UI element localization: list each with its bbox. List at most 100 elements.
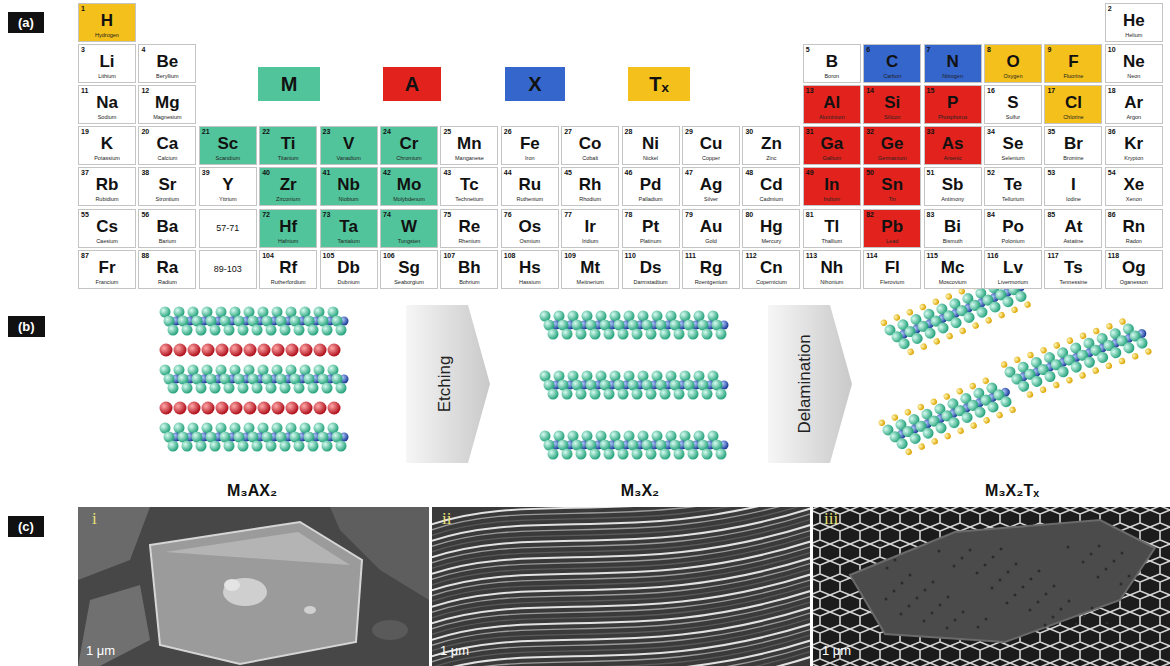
element-cell: 78PtPlatinum bbox=[622, 209, 680, 248]
scale-bar-label: 1 μm bbox=[440, 643, 469, 658]
m-atom bbox=[322, 325, 333, 336]
element-name: Seaborgium bbox=[381, 279, 437, 286]
m-atom bbox=[618, 449, 629, 460]
element-cell: 38SrStrontium bbox=[138, 167, 196, 206]
element-cell: 114FlFlerovium bbox=[863, 250, 921, 289]
element-name: Calcium bbox=[139, 155, 195, 162]
a-atom bbox=[314, 344, 327, 357]
element-cell: 2HeHelium bbox=[1105, 3, 1163, 42]
element-symbol: Ni bbox=[623, 135, 679, 153]
m-atom bbox=[975, 305, 989, 319]
max-phase-structure bbox=[160, 307, 349, 452]
element-symbol: Db bbox=[321, 259, 377, 277]
element-name: Bohrium bbox=[441, 279, 497, 286]
m-atom bbox=[308, 325, 319, 336]
m-atom bbox=[702, 389, 713, 400]
m-atom bbox=[999, 395, 1013, 409]
element-name: Technetium bbox=[441, 196, 497, 203]
m-atom bbox=[196, 325, 207, 336]
element-symbol: C bbox=[864, 53, 920, 71]
element-symbol: Co bbox=[562, 135, 618, 153]
element-name: Zirconium bbox=[260, 196, 316, 203]
element-name: Caesium bbox=[79, 238, 135, 245]
pore bbox=[985, 618, 988, 621]
element-symbol: In bbox=[804, 176, 860, 194]
element-name: Antimony bbox=[925, 196, 981, 203]
surface-atom bbox=[907, 348, 915, 356]
surface-atom bbox=[943, 432, 951, 440]
element-symbol: F bbox=[1045, 53, 1101, 71]
element-symbol: Se bbox=[985, 135, 1041, 153]
m-atom bbox=[646, 329, 657, 340]
m-atom bbox=[716, 329, 727, 340]
m-atom bbox=[294, 441, 305, 452]
element-cell: 72HfHafnium bbox=[259, 209, 317, 248]
a-atom bbox=[174, 344, 187, 357]
element-cell: 51SbAntimony bbox=[924, 167, 982, 206]
element-cell: 8OOxygen bbox=[984, 44, 1042, 83]
element-symbol: Ar bbox=[1106, 94, 1162, 112]
element-cell: 33AsArsenic bbox=[924, 126, 982, 165]
m-atom bbox=[934, 421, 948, 435]
m-atom bbox=[238, 383, 249, 394]
element-symbol: Bh bbox=[441, 259, 497, 277]
element-symbol: Ge bbox=[864, 135, 920, 153]
surface-atom bbox=[920, 342, 928, 350]
element-symbol: B bbox=[804, 53, 860, 71]
element-name: Oxygen bbox=[985, 73, 1041, 80]
pore bbox=[947, 596, 950, 599]
element-symbol: Nh bbox=[804, 259, 860, 277]
element-symbol: Tc bbox=[441, 176, 497, 194]
pore bbox=[1022, 586, 1025, 589]
element-symbol: Tl bbox=[804, 218, 860, 236]
element-symbol: K bbox=[79, 135, 135, 153]
element-name: Xenon bbox=[1106, 196, 1162, 203]
a-atom bbox=[286, 402, 299, 415]
element-name: Palladium bbox=[623, 196, 679, 203]
m-atom bbox=[280, 441, 291, 452]
element-symbol: Og bbox=[1106, 259, 1162, 277]
element-symbol: Kr bbox=[1106, 135, 1162, 153]
element-symbol: Hf bbox=[260, 218, 316, 236]
element-symbol: Ds bbox=[623, 259, 679, 277]
element-symbol: Zr bbox=[260, 176, 316, 194]
sem-image bbox=[78, 507, 429, 666]
element-name: Mercury bbox=[743, 238, 799, 245]
m-atom bbox=[210, 383, 221, 394]
legend-text: M bbox=[281, 73, 298, 96]
element-name: Nihonium bbox=[804, 279, 860, 286]
element-symbol: Cn bbox=[743, 259, 799, 277]
layer-edge bbox=[432, 646, 810, 666]
m-atom bbox=[947, 416, 961, 430]
m-atom bbox=[674, 329, 685, 340]
m-atom bbox=[576, 329, 587, 340]
element-cell: 48CdCadmium bbox=[742, 167, 800, 206]
element-symbol: Lv bbox=[985, 259, 1041, 277]
element-name: Neon bbox=[1106, 73, 1162, 80]
element-cell: 88RaRadium bbox=[138, 250, 196, 289]
element-symbol: Sc bbox=[200, 135, 256, 153]
element-cell: 57-71 bbox=[199, 209, 257, 248]
element-symbol: Mc bbox=[925, 259, 981, 277]
m-atom bbox=[618, 329, 629, 340]
legend-swatch: X bbox=[505, 67, 565, 101]
m-atom bbox=[960, 410, 974, 424]
a-atom bbox=[230, 344, 243, 357]
m-atom bbox=[590, 329, 601, 340]
element-cell: 115McMoscovium bbox=[924, 250, 982, 289]
m-atom bbox=[986, 400, 1000, 414]
layer-edge bbox=[432, 640, 810, 666]
m-atom bbox=[294, 383, 305, 394]
pore bbox=[1075, 623, 1078, 626]
element-symbol: Ca bbox=[139, 135, 195, 153]
m-atom bbox=[182, 441, 193, 452]
element-symbol: Rf bbox=[260, 259, 316, 277]
element-name: Francium bbox=[79, 279, 135, 286]
layer-edge bbox=[432, 629, 810, 666]
surface-atom bbox=[930, 437, 938, 445]
element-symbol: Rn bbox=[1106, 218, 1162, 236]
element-name: Helium bbox=[1106, 32, 1162, 39]
element-symbol: Rb bbox=[79, 176, 135, 194]
element-symbol: Au bbox=[683, 218, 739, 236]
element-name: Nitrogen bbox=[925, 73, 981, 80]
